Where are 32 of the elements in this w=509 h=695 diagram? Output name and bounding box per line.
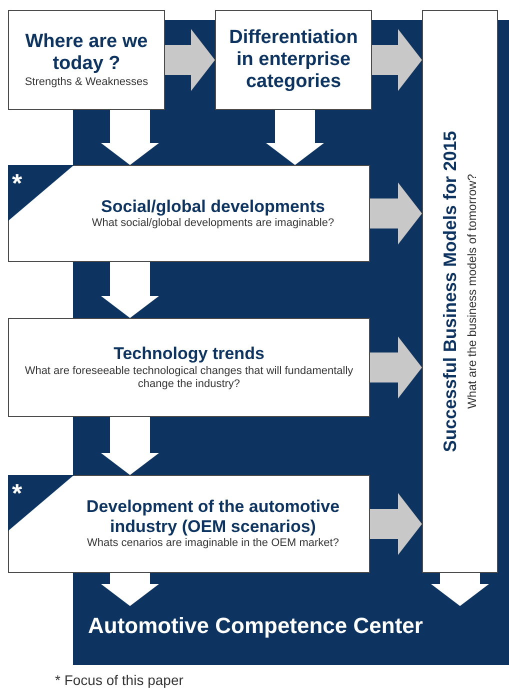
- process-box: [215, 10, 372, 110]
- block-arrow: [101, 110, 159, 165]
- box-title: Development of the automotive industry (OEM scenarios): [85, 497, 341, 536]
- box-title: Successful Business Models for 2015: [440, 130, 462, 452]
- block-arrow: [101, 573, 159, 606]
- block-arrow: [370, 182, 422, 244]
- footnote: * Focus of this paper: [55, 673, 184, 687]
- process-box: [8, 10, 165, 110]
- process-box: [422, 10, 498, 573]
- center-label: Automotive Competence Center: [88, 606, 438, 646]
- asterisk-mark: *: [12, 480, 22, 506]
- block-arrow: [165, 29, 215, 91]
- box-subtitle: What social/global developments are imaginable?: [92, 217, 334, 230]
- box-subtitle: What are foreseeable technological changes that will fundamentally change the industry?: [24, 364, 354, 391]
- block-arrow: [370, 493, 422, 555]
- box-title: Where are we today ?: [24, 31, 149, 75]
- box-title: Differentiation in enterprise categories: [228, 27, 359, 93]
- box-subtitle: Strengths & Weaknesses: [24, 76, 148, 89]
- box-subtitle: What are the business models of tomorrow?: [465, 174, 480, 409]
- box-subtitle: Whats cenarios are imaginable in the OEM market?: [87, 537, 339, 551]
- box-title: Social/global developments: [101, 196, 325, 216]
- block-arrow: [431, 573, 489, 606]
- block-arrow: [370, 336, 422, 398]
- block-arrow: [266, 110, 324, 165]
- process-box: [8, 318, 370, 417]
- block-arrow: [101, 262, 159, 318]
- process-box: [8, 165, 370, 262]
- process-box: [8, 475, 370, 573]
- block-arrow: [372, 29, 422, 91]
- asterisk-mark: *: [12, 170, 22, 196]
- box-title: Technology trends: [114, 344, 264, 364]
- block-arrow: [101, 417, 159, 475]
